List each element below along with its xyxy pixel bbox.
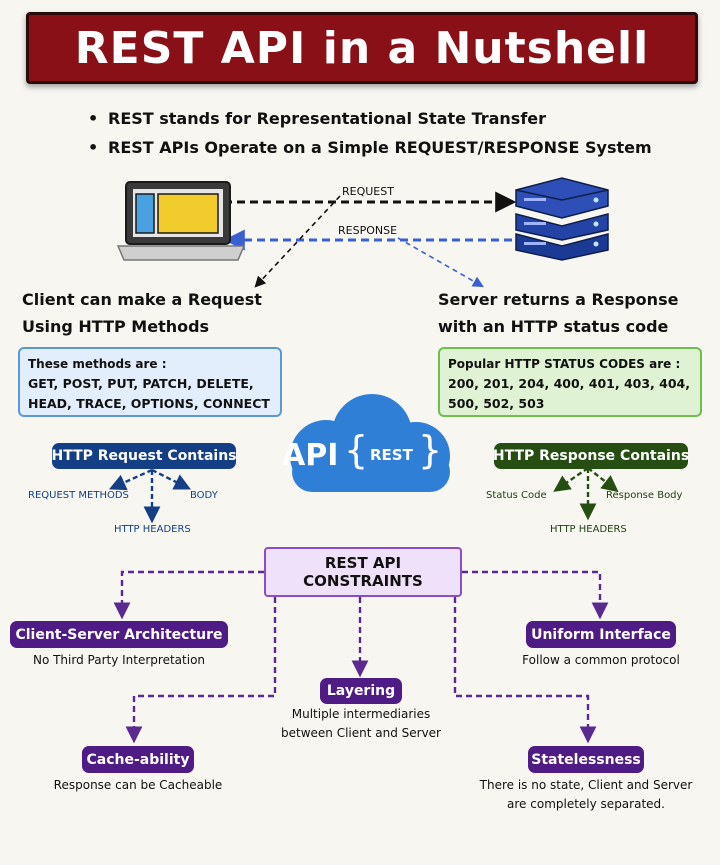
http-response-contains-label: HTTP Response Contains: [493, 443, 689, 469]
body-label: BODY: [190, 490, 218, 501]
cache-ability-desc: Response can be Cacheable: [53, 778, 223, 792]
brace-close: }: [418, 428, 443, 472]
bullet-item: REST stands for Representational State T…: [88, 104, 652, 133]
statelessness-desc: There is no state, Client and Server are…: [479, 778, 693, 811]
client-heading: Client can make a Request Using HTTP Met…: [22, 290, 262, 336]
bullet-item: REST APIs Operate on a Simple REQUEST/RE…: [88, 133, 652, 162]
server-heading: Server returns a Response with an HTTP s…: [438, 290, 679, 336]
uniform-interface-desc: Follow a common protocol: [522, 653, 680, 667]
response-to-server-arrow: [397, 237, 484, 288]
laptop-icon: [116, 181, 246, 261]
cloud-api-label: API: [282, 438, 339, 473]
cache-ability-label: Cache-ability: [82, 746, 194, 773]
request-label: REQUEST: [342, 185, 394, 198]
rest-constraints-box: REST API CONSTRAINTS: [264, 547, 462, 597]
client-server-architecture-label: Client-Server Architecture: [10, 621, 228, 648]
http-headers-label: HTTP HEADERS: [114, 524, 191, 535]
request-methods-label: REQUEST METHODS: [28, 490, 129, 501]
cloud-rest-label: REST: [370, 446, 413, 464]
layering-desc: Multiple intermediaries between Client a…: [280, 707, 441, 740]
layering-label: Layering: [320, 678, 402, 704]
page-title: REST API in a Nutshell: [74, 22, 650, 74]
uniform-interface-label: Uniform Interface: [526, 621, 676, 648]
statelessness-label: Statelessness: [528, 746, 644, 773]
response-http-headers-label: HTTP HEADERS: [550, 524, 627, 535]
response-body-label: Response Body: [606, 490, 683, 501]
request-to-client-arrow: [254, 195, 341, 288]
server-icon: [515, 177, 609, 261]
status-codes-box: Popular HTTP STATUS CODES are : 200, 201…: [438, 347, 702, 417]
brace-open: {: [344, 428, 369, 472]
intro-bullets: REST stands for Representational State T…: [88, 104, 652, 162]
title-banner: REST API in a Nutshell: [26, 12, 698, 84]
response-label: RESPONSE: [338, 224, 398, 237]
status-code-label: Status Code: [486, 490, 547, 501]
http-methods-box: These methods are : GET, POST, PUT, PATC…: [18, 347, 282, 417]
cloud-icon: [290, 394, 450, 492]
client-server-desc: No Third Party Interpretation: [32, 653, 206, 667]
http-request-contains-label: HTTP Request Contains: [51, 443, 237, 469]
